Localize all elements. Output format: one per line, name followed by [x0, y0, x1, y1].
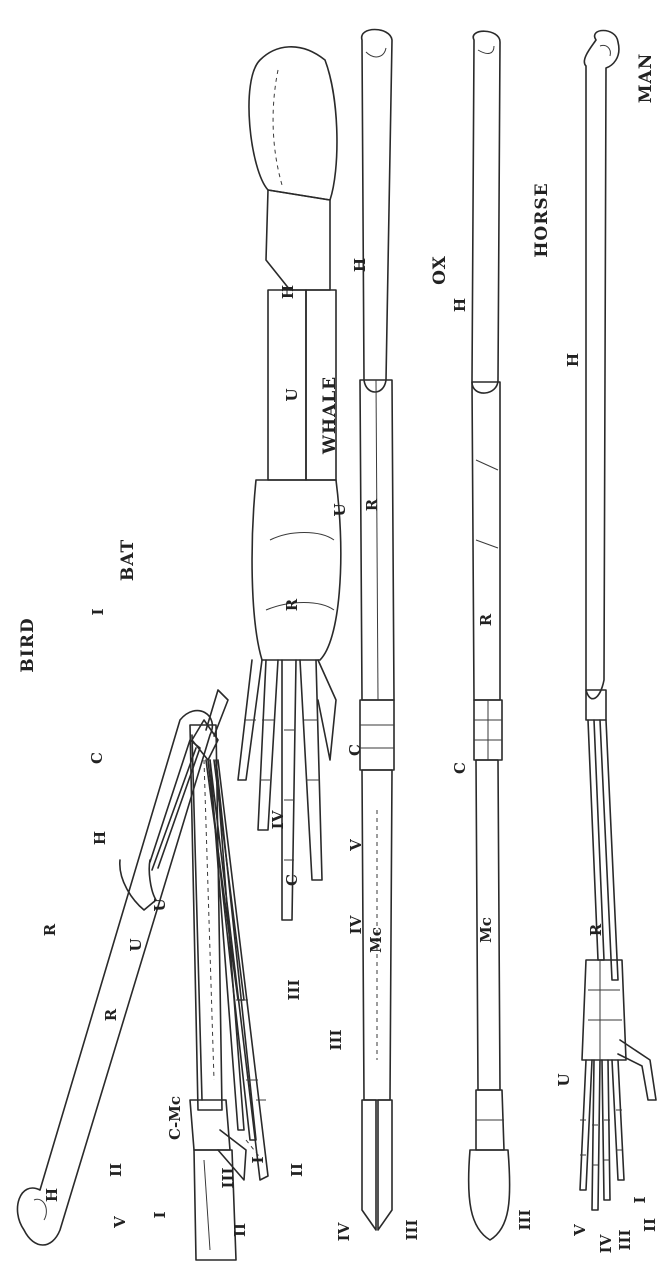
- man-label-digit-2: II: [639, 1190, 661, 1260]
- ox-label-ulna: U: [329, 475, 351, 545]
- ox-label-digit-3: III: [401, 1195, 423, 1265]
- bat-label-digit-5: V: [109, 1187, 131, 1257]
- ox-label-radius: R: [361, 470, 383, 540]
- whale-label-humerus: H: [277, 257, 299, 327]
- bat-label-humerus: H: [89, 803, 111, 873]
- ox-label-carpus: C: [344, 715, 366, 785]
- man-label-ulna: U: [553, 1045, 575, 1115]
- horse-label-radius: R: [475, 585, 497, 655]
- column-title-man: MAN: [634, 8, 658, 148]
- ox-label-humerus: H: [349, 230, 371, 300]
- bat-label-digit-1: I: [87, 577, 109, 647]
- column-title-whale: WHALE: [318, 345, 342, 485]
- column-title-bat: BAT: [116, 490, 140, 630]
- bird-label-ulna: U: [149, 870, 171, 940]
- horse-label-humerus: H: [449, 270, 471, 340]
- bird-label-humerus: H: [41, 1160, 63, 1230]
- whale-label-digit-5: V: [345, 810, 367, 880]
- bird-label-radius: R: [39, 895, 61, 965]
- bat-label-radius: R: [100, 980, 122, 1050]
- whale-label-carpus: C: [281, 845, 303, 915]
- bat-label-ulna: U: [125, 910, 147, 980]
- man-label-humerus: H: [562, 325, 584, 395]
- whale-label-digit-4: IV: [345, 890, 367, 960]
- man-label-digit-3: III: [614, 1205, 636, 1275]
- man-label-digit-4: IV: [595, 1209, 617, 1279]
- ox-forelimb: [360, 30, 394, 1231]
- man-forelimb: [580, 31, 656, 1211]
- whale-label-digit-1: I: [247, 1125, 269, 1195]
- bird-label-carpometacarpus: C-Mc: [164, 1083, 186, 1153]
- ox-label-metacarpus: Mc: [365, 905, 387, 975]
- whale-label-digit-2: II: [286, 1135, 308, 1205]
- column-title-bird: BIRD: [16, 575, 40, 715]
- whale-label-radius: R: [281, 570, 303, 640]
- horse-label-digit-3: III: [514, 1185, 536, 1255]
- bat-label-carpus: C: [86, 723, 108, 793]
- whale-label-ulna: U: [281, 360, 303, 430]
- bird-label-digit-3: III: [217, 1143, 239, 1213]
- bat-label-digit-4: IV: [267, 785, 289, 855]
- man-label-digit-5: V: [569, 1195, 591, 1265]
- man-label-radius: R: [585, 895, 607, 965]
- bat-label-digit-3: III: [283, 955, 305, 1025]
- bird-label-digit-1: I: [149, 1180, 171, 1250]
- column-title-horse: HORSE: [530, 150, 554, 290]
- horse-label-metacarpus: Mc: [475, 895, 497, 965]
- whale-label-digit-3: III: [325, 1005, 347, 1075]
- horse-label-carpus: C: [449, 733, 471, 803]
- ox-label-digit-4: IV: [333, 1197, 355, 1267]
